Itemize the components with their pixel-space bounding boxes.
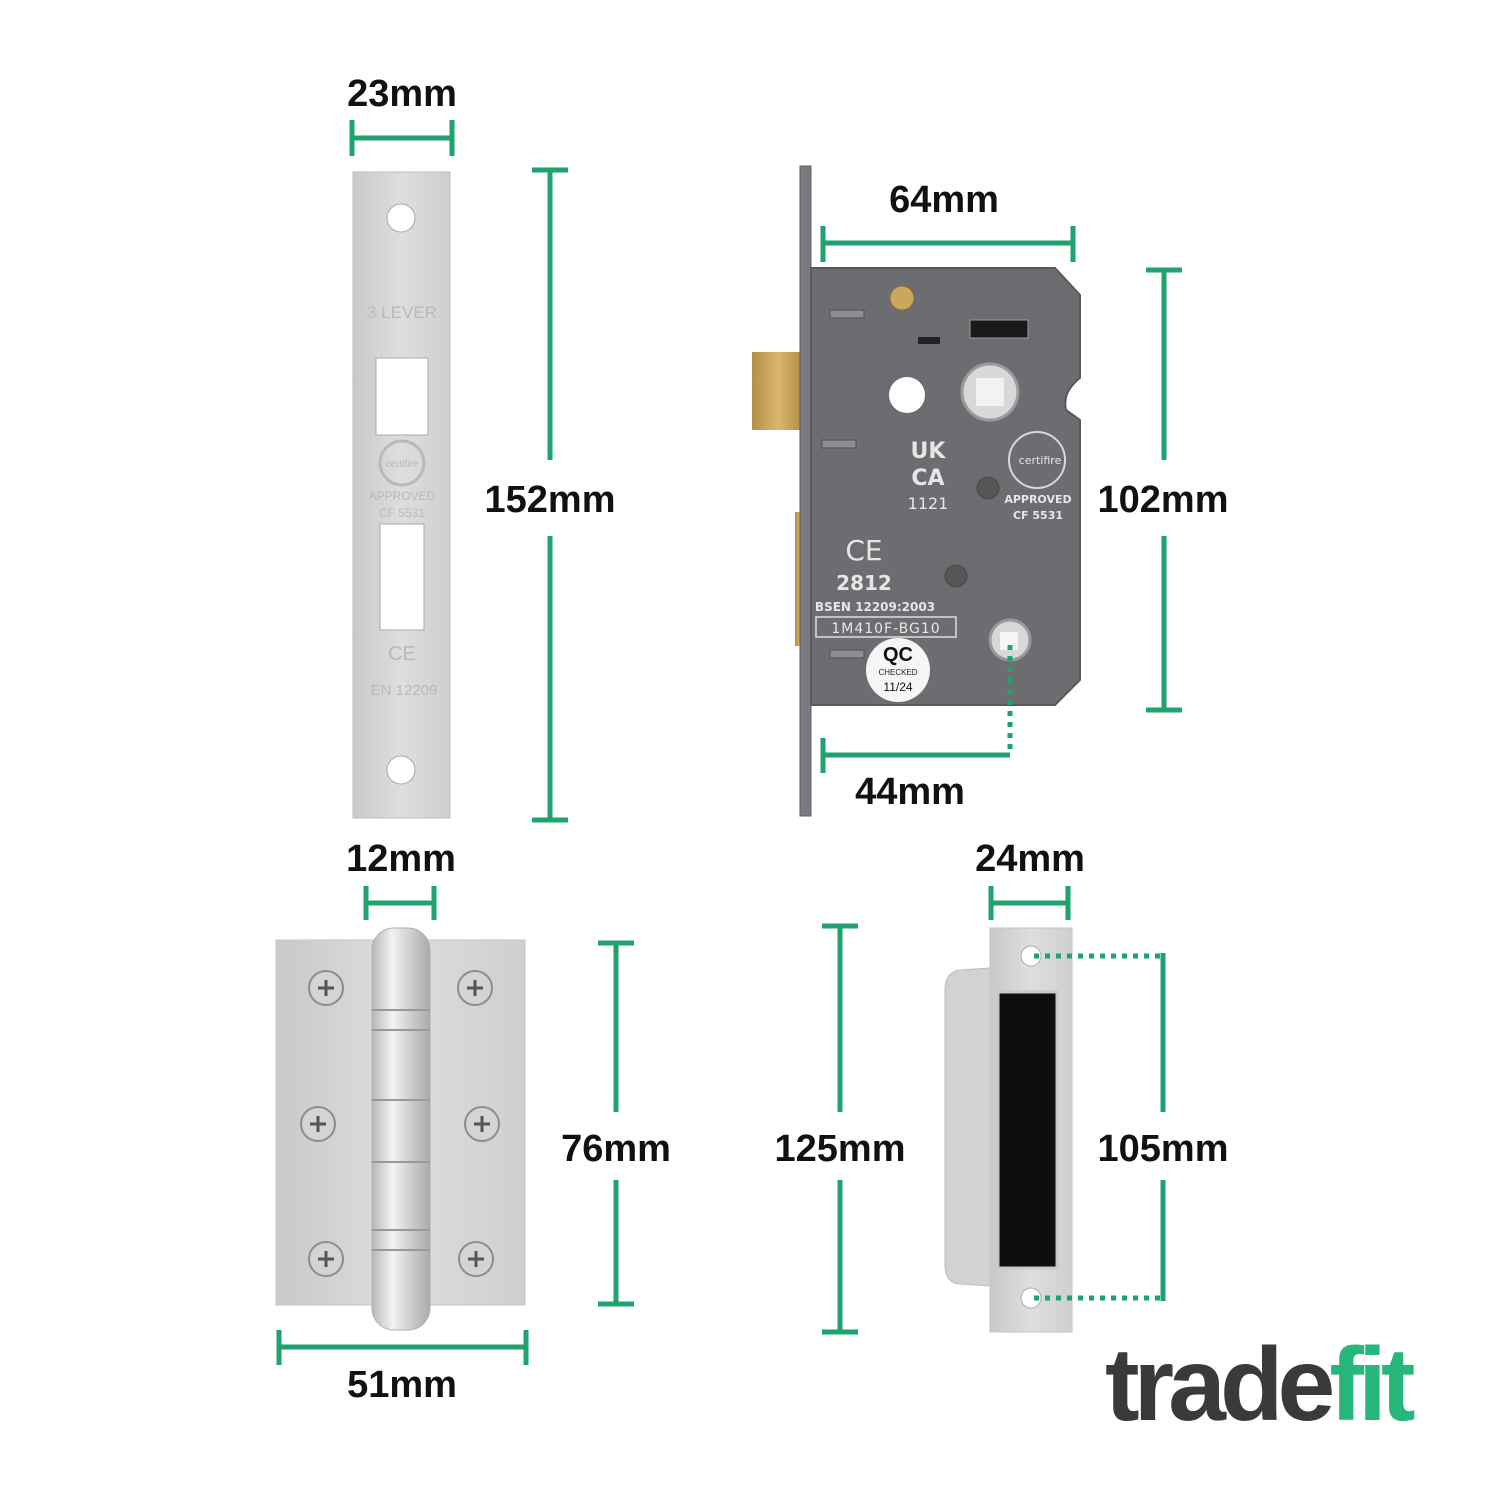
certifire-seal-icon (378, 439, 426, 487)
forend-plate: 3 LEVER certifire APPROVED CF 5531 CE EN… (352, 171, 451, 819)
screw-icon (889, 285, 915, 311)
latch-slot (379, 523, 425, 631)
case-cf-marking: CF 5531 (1013, 509, 1063, 522)
qc-label: QC (883, 644, 913, 666)
hinge-knuckle (371, 927, 431, 1331)
dimension-hinge-knuckle: 12mm (346, 838, 456, 920)
strike-lip (944, 967, 991, 1287)
screw-hole (1020, 945, 1042, 967)
case-product-code: 1M410F-BG10 (831, 621, 940, 637)
ukca-mark-line1: UK (911, 439, 947, 464)
dimension-label: 105mm (1098, 1128, 1229, 1170)
qc-sticker: QC CHECKED 11/24 (866, 638, 930, 702)
dimension-backset: 44mm (820, 645, 1013, 813)
dimension-label: 102mm (1098, 479, 1229, 521)
dimension-case-width: 64mm (820, 179, 1076, 262)
dimension-label: 24mm (975, 838, 1085, 880)
screw-hole (1020, 1287, 1042, 1309)
dimension-forend-width: 23mm (347, 73, 457, 156)
case-cert-marking: certifire (1019, 454, 1062, 467)
forend-cert-marking: certifire (386, 459, 419, 470)
forend-type-marking: 3 LEVER (367, 303, 437, 322)
screw-icon (458, 1241, 494, 1277)
dimension-forend-height: 152mm (485, 167, 616, 823)
hinge-screws (300, 970, 500, 1277)
strike-keep-opening (996, 990, 1059, 1270)
logo-fit: fit (1329, 1327, 1415, 1443)
dimension-label: 23mm (347, 73, 457, 115)
screw-icon (457, 970, 493, 1006)
case-ce-mark: CE (845, 534, 882, 567)
screw-icon (300, 1106, 336, 1142)
forend-cf-marking: CF 5531 (379, 506, 425, 520)
dimension-hinge-height: 76mm (561, 940, 671, 1307)
screw-hole (386, 755, 416, 785)
dimension-case-height: 102mm (1098, 267, 1229, 713)
ukca-mark-line2: CA (911, 466, 944, 491)
case-ce-number: 2812 (836, 571, 892, 595)
dimension-label: 125mm (775, 1128, 906, 1170)
tradefit-logo: tradefit (1105, 1327, 1421, 1443)
deadbolt (752, 352, 804, 430)
dimension-label: 152mm (485, 479, 616, 521)
certifire-seal-icon (1008, 431, 1066, 489)
forend-ce-marking: CE (388, 643, 416, 665)
forend-standard-marking: EN 12209 (371, 682, 438, 699)
bolt-slot (375, 357, 429, 436)
screw-icon (308, 970, 344, 1006)
case-approved-marking: APPROVED (1004, 493, 1071, 506)
fixing-hole (889, 377, 925, 413)
dimension-strike-width: 24mm (975, 838, 1085, 920)
dimension-label: 44mm (855, 771, 965, 813)
screw-icon (464, 1106, 500, 1142)
svg-text:tradefit: tradefit (1105, 1327, 1415, 1443)
forend-approved-marking: APPROVED (369, 489, 436, 503)
qc-checked: CHECKED (878, 668, 917, 677)
screw-icon (308, 1241, 344, 1277)
lock-faceplate (799, 165, 812, 817)
ukca-number: 1121 (908, 494, 949, 513)
qc-date: 11/24 (883, 680, 912, 694)
sashlock-body: UK CA 1121 certifire APPROVED CF 5531 CE… (752, 165, 1081, 817)
lock-case (810, 267, 1081, 706)
dimension-hinge-width: 51mm (276, 1330, 529, 1406)
dimension-label: 51mm (347, 1364, 457, 1406)
dimension-label: 76mm (561, 1128, 671, 1170)
case-standard-marking: BSEN 12209:2003 (815, 600, 935, 614)
dimension-label: 12mm (346, 838, 456, 880)
dimension-strike-height: 125mm (775, 923, 906, 1335)
dimension-strike-centres: 105mm (1034, 953, 1228, 1301)
dimension-label: 64mm (889, 179, 999, 221)
logo-trade: trade (1105, 1327, 1332, 1443)
strike-plate (944, 927, 1073, 1333)
screw-hole (386, 203, 416, 233)
